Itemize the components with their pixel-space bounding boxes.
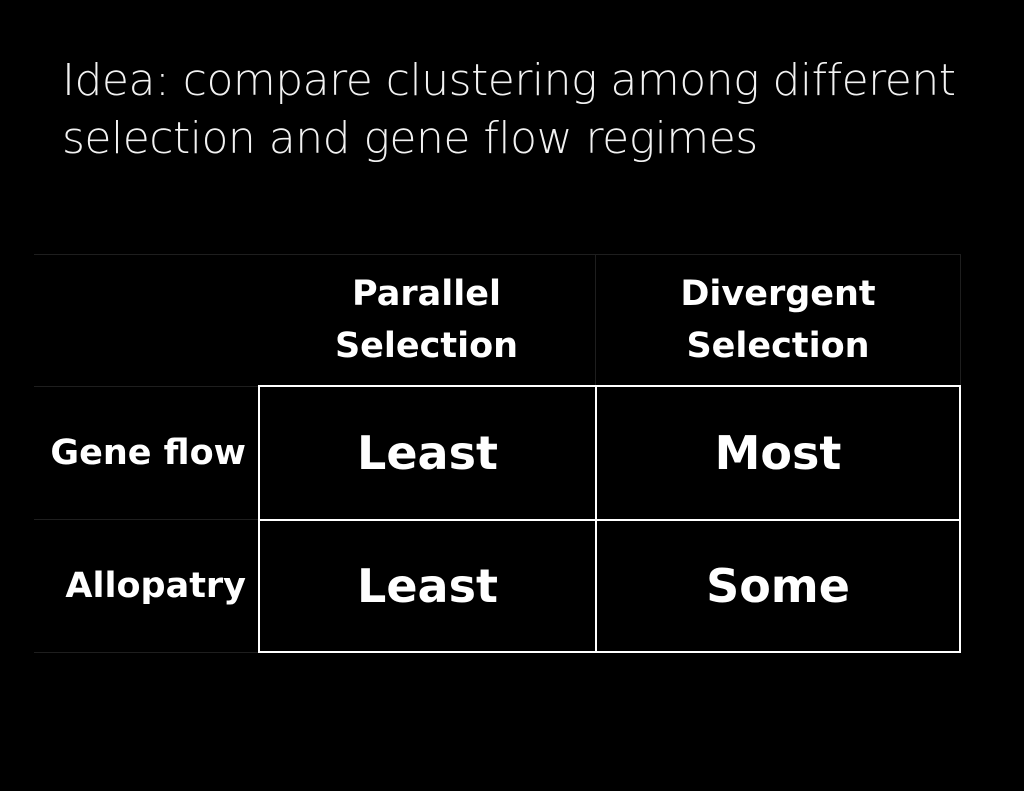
slide-title-line-1: Idea: compare clustering among different: [62, 55, 956, 106]
table-top-rule: [34, 254, 961, 255]
header-right-edge: [960, 254, 961, 386]
column-header-line-2: Selection: [334, 326, 519, 366]
table-bottom-rule: [34, 652, 258, 653]
column-header-line-2: Selection: [686, 326, 870, 366]
cell-gene-flow-divergent: Most: [595, 385, 961, 521]
column-header-parallel-selection: Parallel Selection: [258, 254, 595, 386]
cell-gene-flow-parallel: Least: [258, 385, 597, 521]
row-header-gene-flow: Gene flow: [50, 432, 246, 473]
column-header-line-1: Divergent: [680, 274, 876, 314]
slide-title-line-2: selection and gene flow regimes: [62, 113, 758, 164]
slide-title: Idea: compare clustering among different…: [62, 52, 992, 168]
comparison-table: Parallel Selection Divergent Selection G…: [34, 254, 961, 653]
header-divider: [595, 254, 596, 386]
column-header-divergent-selection: Divergent Selection: [595, 254, 961, 386]
cell-allopatry-parallel: Least: [258, 519, 597, 653]
header-bottom-rule: [34, 386, 258, 387]
cell-allopatry-divergent: Some: [595, 519, 961, 653]
column-header-line-1: Parallel: [352, 274, 501, 314]
row-header-allopatry: Allopatry: [65, 565, 246, 606]
row1-bottom-rule: [34, 519, 258, 520]
